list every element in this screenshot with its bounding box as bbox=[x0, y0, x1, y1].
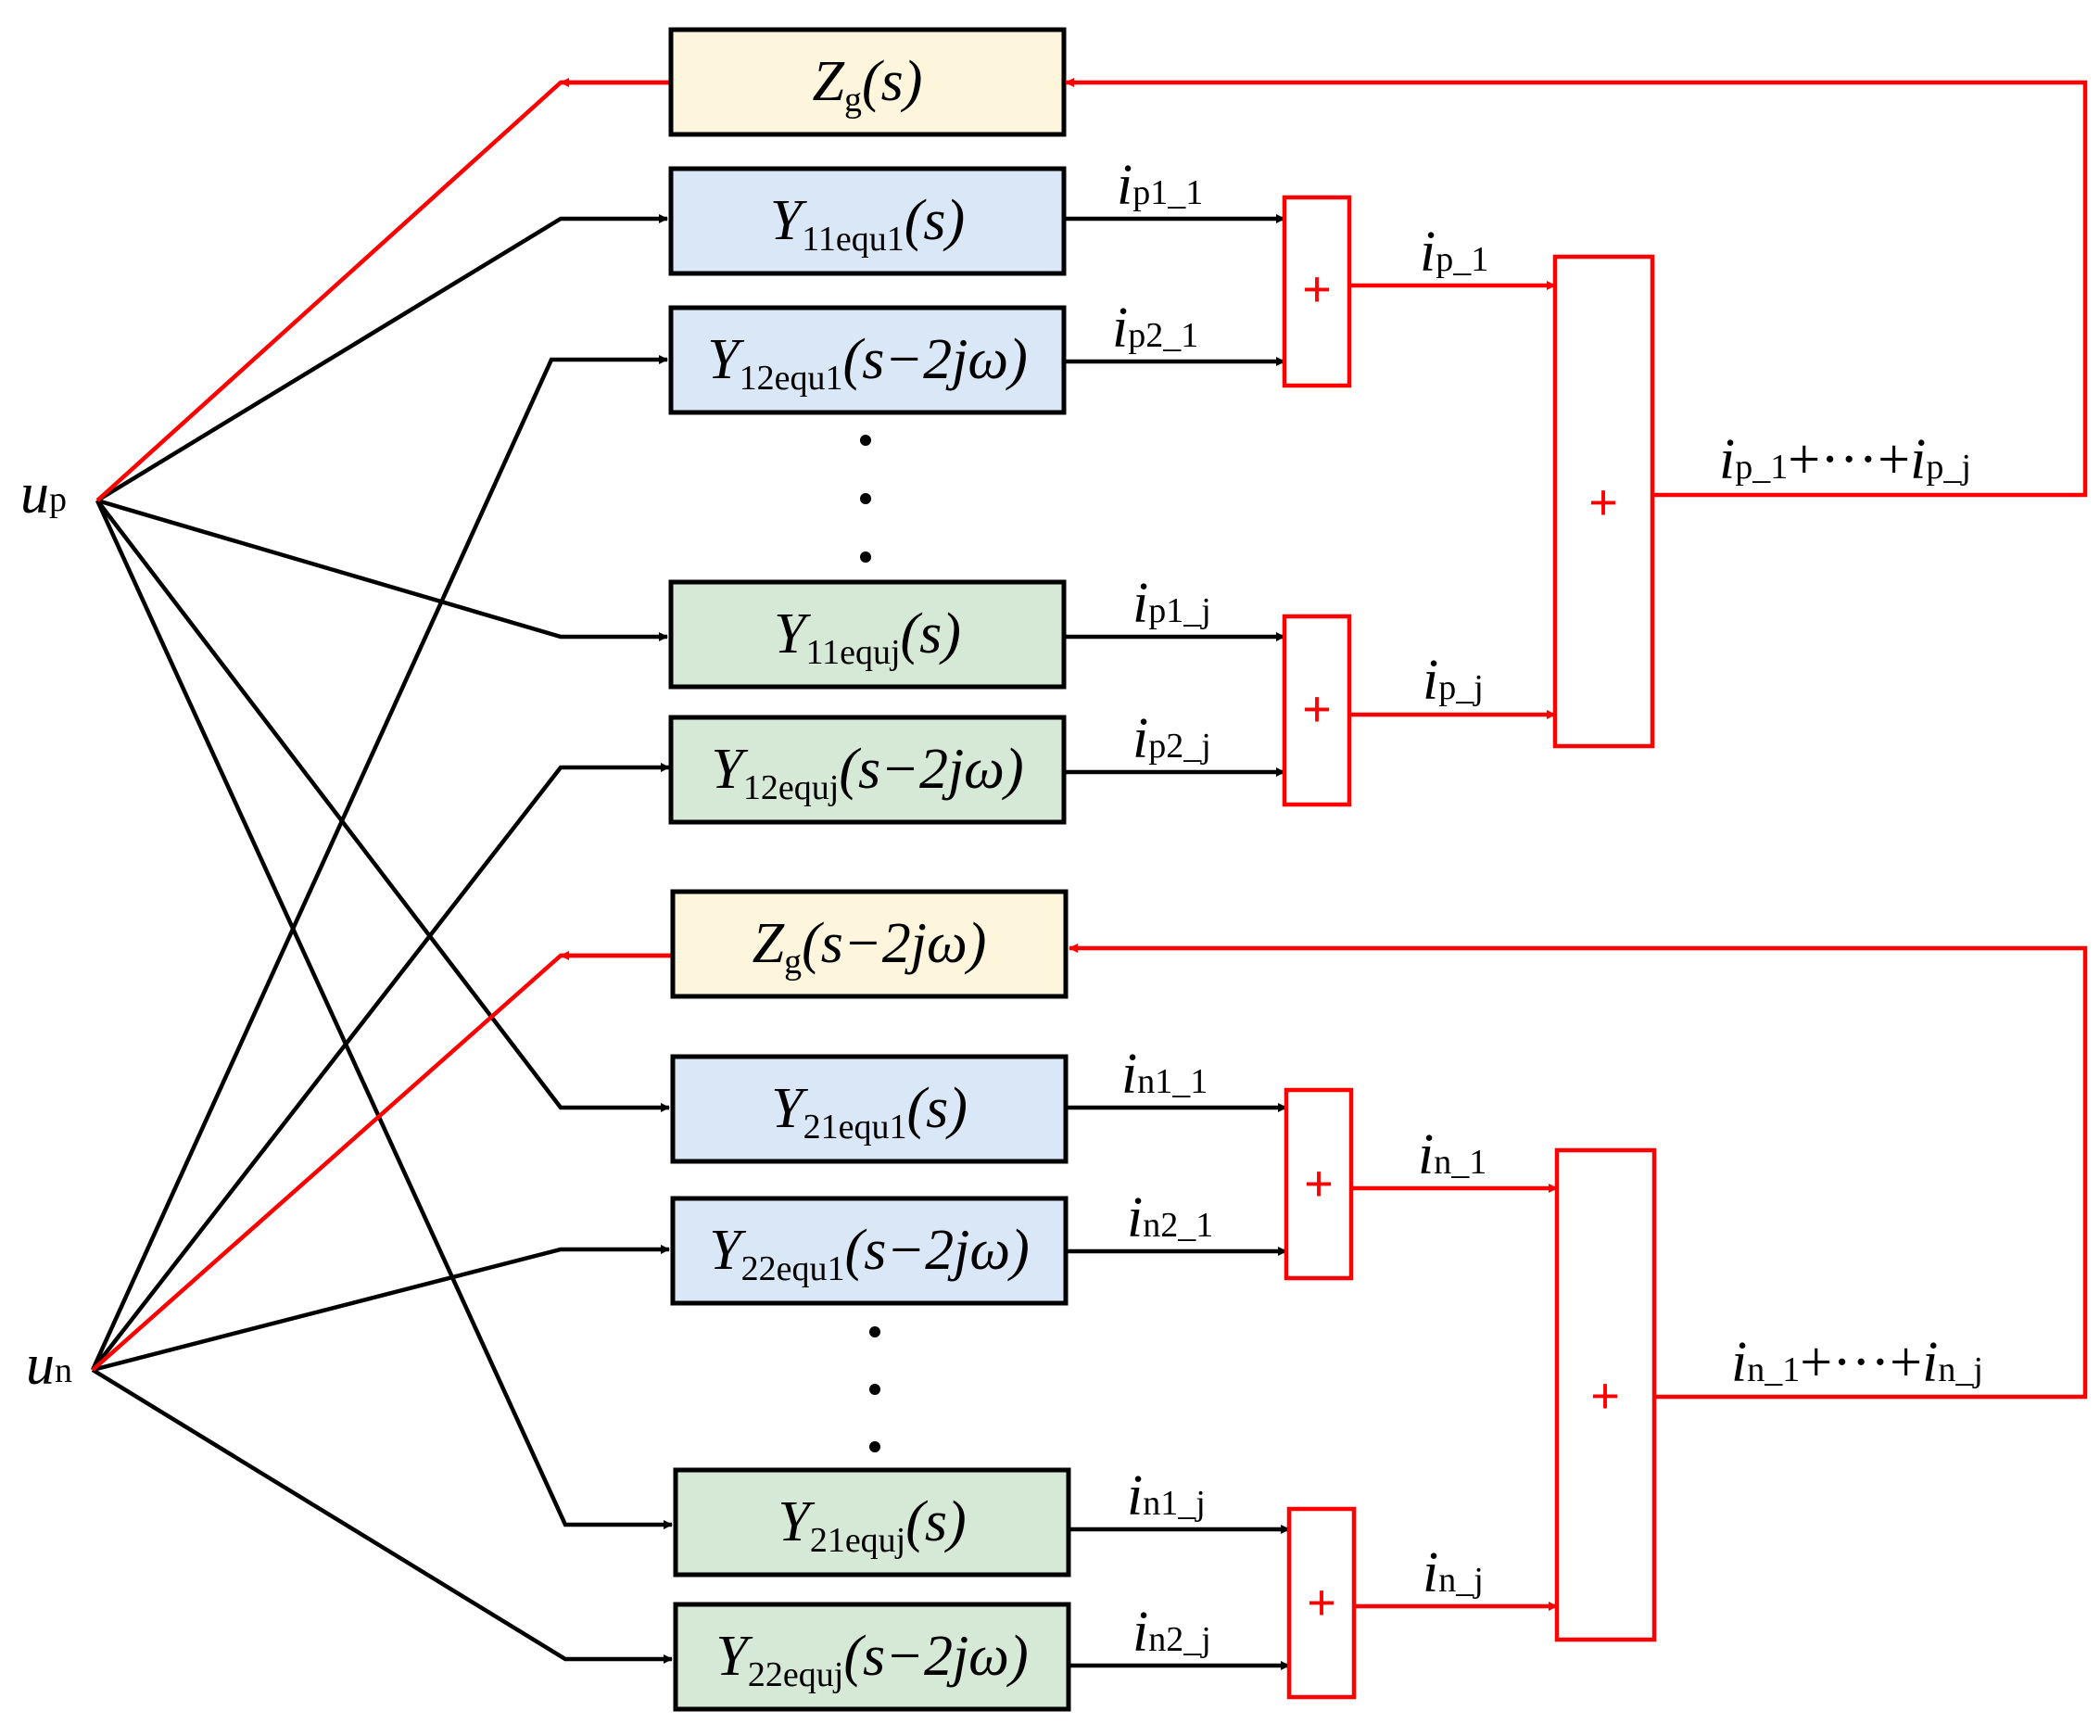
block-y12equj bbox=[668, 715, 1067, 825]
input-signal-lines bbox=[90, 214, 673, 1664]
label-zg-n: Zg(s−2jω) bbox=[753, 912, 987, 982]
label-ip2-1: ip2_1 bbox=[1112, 297, 1198, 360]
label-in-j: in_j bbox=[1423, 1541, 1484, 1604]
label-y11equj: Y11equj(s) bbox=[774, 602, 961, 672]
line-up-to-y11equ1 bbox=[95, 214, 668, 502]
label-y22equ1: Y22equ1(s−2jω) bbox=[709, 1219, 1030, 1288]
line-un-to-y12equ1 bbox=[90, 355, 668, 1371]
label-y22equj: Y22equj(s−2jω) bbox=[715, 1625, 1028, 1694]
label-y11equ1: Y11equ1(s) bbox=[770, 189, 965, 259]
label-y12equ1: Y12equ1(s−2jω) bbox=[707, 328, 1028, 398]
label-y21equj: Y21equj(s) bbox=[778, 1490, 966, 1560]
label-y21equ1: Y21equ1(s) bbox=[771, 1077, 968, 1147]
label-in2-j: in2_j bbox=[1132, 1601, 1211, 1664]
sum-signs: + + + + + + bbox=[1302, 261, 1620, 1630]
feedback-n bbox=[1069, 944, 2088, 1400]
sum-p-total bbox=[1552, 254, 1655, 749]
label-y12equj: Y12equj(s−2jω) bbox=[711, 738, 1023, 807]
sum-n-total bbox=[1554, 1147, 1657, 1642]
block-labels: Zg(s) Y11equ1(s) Y12equ1(s−2jω) Y11equj(… bbox=[707, 50, 1030, 1694]
block-y21equj bbox=[673, 1467, 1071, 1578]
summing-junctions-small bbox=[1282, 195, 1357, 1700]
plus-sign: + bbox=[1302, 681, 1332, 737]
label-in1-j: in1_j bbox=[1127, 1464, 1206, 1527]
sum-n-1 bbox=[1284, 1087, 1354, 1281]
block-y11equ1 bbox=[668, 166, 1067, 276]
sum-n-j bbox=[1286, 1506, 1357, 1700]
block-zg-p bbox=[668, 27, 1067, 137]
line-un-to-y22equ1 bbox=[92, 1245, 670, 1373]
plus-sign: + bbox=[1307, 1575, 1336, 1630]
line-up-to-y21equj bbox=[95, 500, 673, 1529]
blocks bbox=[668, 27, 1071, 1712]
plus-sign: + bbox=[1304, 1156, 1334, 1211]
line-zg-n-to-un bbox=[91, 953, 671, 1372]
block-y21equ1 bbox=[670, 1054, 1069, 1164]
line-un-to-y22equj bbox=[91, 1368, 673, 1664]
label-zg-p: Zg(s) bbox=[813, 50, 923, 120]
input-labels: up un bbox=[20, 463, 72, 1397]
label-up: up bbox=[20, 463, 67, 526]
label-ip-1: ip_1 bbox=[1420, 221, 1488, 284]
block-output-lines bbox=[1064, 214, 1290, 1670]
line-un-to-y12equj bbox=[91, 763, 670, 1372]
block-zg-n bbox=[670, 889, 1069, 999]
feedback-p bbox=[1065, 78, 2088, 498]
summing-junctions-large bbox=[1552, 254, 1657, 1642]
total-feedback-lines bbox=[1065, 78, 2088, 1400]
current-labels: ip1_1 ip2_1 ip1_j ip2_j ip_1 ip_j in1_1 … bbox=[1112, 154, 1488, 1664]
label-ip2-j: ip2_j bbox=[1132, 707, 1211, 770]
ellipsis-upper bbox=[860, 435, 871, 563]
plus-sign: + bbox=[1590, 1368, 1620, 1424]
sum-link-lines bbox=[1349, 281, 1558, 1611]
label-ip1-j: ip1_j bbox=[1132, 572, 1211, 635]
plus-sign: + bbox=[1302, 261, 1332, 317]
line-zg-p-to-up bbox=[95, 80, 671, 502]
total-labels: ip_1+···+ip_j in_1+···+in_j bbox=[1719, 428, 1983, 1394]
plus-sign: + bbox=[1588, 475, 1618, 530]
label-ip-j: ip_j bbox=[1423, 649, 1484, 712]
label-in-1: in_1 bbox=[1418, 1123, 1486, 1186]
block-y12equ1 bbox=[668, 305, 1067, 415]
line-up-to-y21equ1 bbox=[95, 499, 670, 1112]
sum-p-1 bbox=[1282, 195, 1352, 388]
ellipsis-lower bbox=[869, 1326, 880, 1452]
sum-p-j bbox=[1282, 614, 1352, 807]
block-y11equj bbox=[668, 579, 1067, 690]
feedback-lines bbox=[91, 78, 671, 1372]
line-up-to-y11equj bbox=[96, 498, 668, 641]
label-in1-1: in1_1 bbox=[1121, 1043, 1208, 1106]
label-in2-1: in2_1 bbox=[1127, 1186, 1213, 1249]
label-un: un bbox=[26, 1334, 72, 1397]
label-ip1-1: ip1_1 bbox=[1117, 154, 1203, 217]
label-total-p: ip_1+···+ip_j bbox=[1719, 428, 1971, 491]
label-total-n: in_1+···+in_j bbox=[1731, 1331, 1983, 1394]
block-y22equj bbox=[673, 1602, 1071, 1712]
